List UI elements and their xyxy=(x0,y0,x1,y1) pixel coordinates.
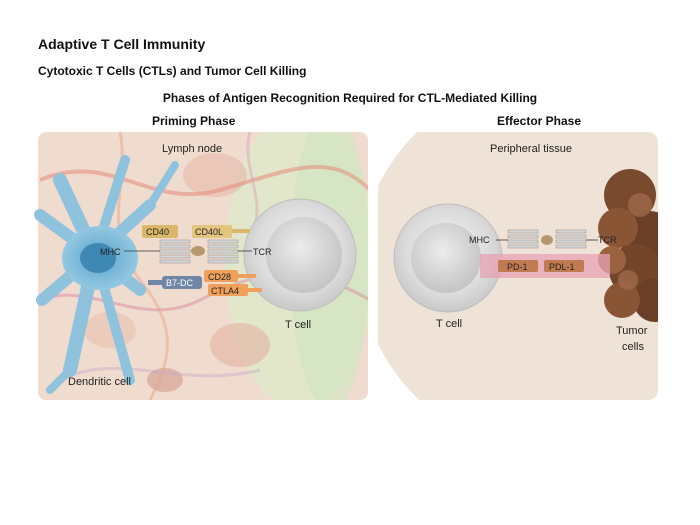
antigen-peptide-effector xyxy=(541,235,553,245)
tcr-label-priming: TCR xyxy=(253,247,272,257)
page-title: Adaptive T Cell Immunity xyxy=(38,36,206,52)
page-subtitle: Cytotoxic T Cells (CTLs) and Tumor Cell … xyxy=(38,64,307,78)
pdl1-label: PDL-1 xyxy=(549,262,575,272)
b7dc-box xyxy=(162,276,202,289)
mhc-label-priming: MHC xyxy=(100,247,121,257)
priming-phase-label: Priming Phase xyxy=(152,114,236,128)
diagram-heading: Phases of Antigen Recognition Required f… xyxy=(162,91,538,105)
cd40-box xyxy=(142,225,178,238)
mhc-receptor-effector xyxy=(507,229,539,249)
tumor-cells xyxy=(598,169,658,322)
t-cell-label-priming: T cell xyxy=(285,319,311,331)
cd28-label: CD28 xyxy=(208,272,231,282)
antigen-peptide-priming xyxy=(191,246,205,256)
peripheral-tissue-label: Peripheral tissue xyxy=(490,143,572,155)
cd40l-box xyxy=(192,225,232,238)
dendritic-cell xyxy=(34,155,179,394)
ctla4-label: CTLA4 xyxy=(211,286,239,296)
dendritic-cell-label: Dendritic cell xyxy=(68,376,131,388)
tcr-label-effector: TCR xyxy=(598,235,617,245)
cd40l-label: CD40L xyxy=(195,227,223,237)
t-cell-effector xyxy=(393,203,503,313)
cd40-label: CD40 xyxy=(146,227,169,237)
cd28-box xyxy=(204,270,238,282)
t-cell-priming xyxy=(243,198,357,312)
effector-phase-label: Effector Phase xyxy=(497,114,582,128)
mhc-label-effector: MHC xyxy=(469,235,490,245)
tumor-cells-label-line2: cells xyxy=(622,341,645,353)
lymph-node-label: Lymph node xyxy=(162,143,222,155)
pdl1-box xyxy=(544,260,584,272)
pd1-box xyxy=(498,260,538,272)
ctla4-box xyxy=(208,284,248,296)
pd1-label: PD-1 xyxy=(507,262,528,272)
tcr-receptor-priming xyxy=(207,239,239,264)
tumor-cells-label-line1: Tumor xyxy=(616,325,648,337)
tcr-receptor-effector xyxy=(555,229,587,249)
t-cell-label-effector: T cell xyxy=(436,318,462,330)
b7dc-label: B7-DC xyxy=(166,278,194,288)
mhc-receptor-priming xyxy=(159,239,191,264)
